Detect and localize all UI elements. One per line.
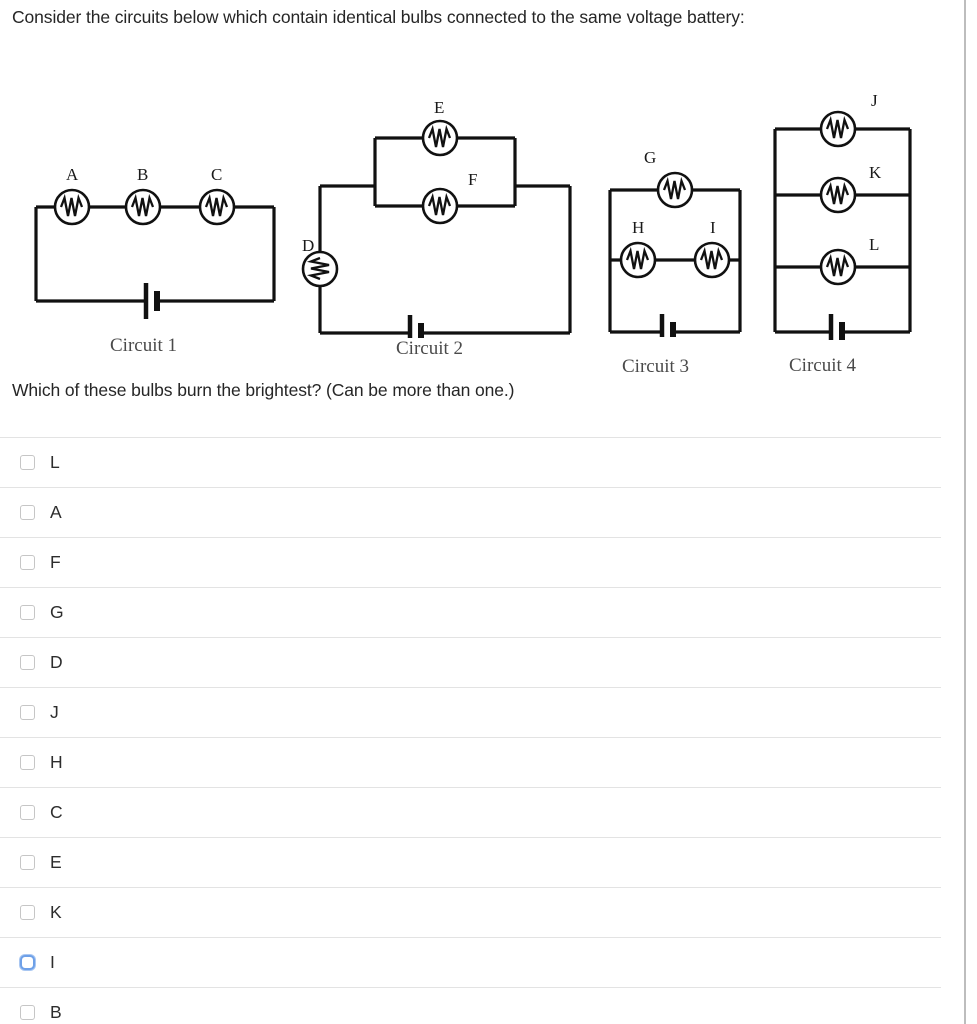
bulb-label-k: K — [869, 163, 882, 182]
bulb-label-l: L — [869, 235, 880, 254]
circuit-1-caption: Circuit 1 — [110, 335, 178, 356]
option-label-7: C — [50, 801, 63, 822]
bulb-d-icon — [301, 250, 339, 288]
option-row-9[interactable]: K — [0, 887, 941, 937]
circuit-1: A B C Circuit 1 — [20, 155, 290, 356]
bulb-label-e: E — [434, 98, 445, 117]
bulb-label-d: D — [302, 236, 315, 255]
circuit-4-caption: Circuit 4 — [789, 355, 857, 376]
circuit-1-svg — [34, 188, 276, 319]
answer-options-list: L A F G D J H C — [0, 437, 941, 1024]
checkbox-1[interactable] — [20, 505, 35, 520]
circuit-4-svg — [773, 110, 912, 340]
bulb-label-j: J — [871, 91, 878, 110]
checkbox-2[interactable] — [20, 555, 35, 570]
bulb-a-icon — [53, 188, 91, 226]
bulb-label-b: B — [137, 165, 149, 184]
option-row-7[interactable]: C — [0, 787, 941, 837]
circuit-2: D E F Circuit 2 — [300, 98, 590, 359]
option-row-4[interactable]: D — [0, 637, 941, 687]
checkbox-6[interactable] — [20, 755, 35, 770]
checkbox-7[interactable] — [20, 805, 35, 820]
option-label-6: H — [50, 751, 63, 772]
option-label-8: E — [50, 851, 62, 872]
battery-icon — [143, 283, 160, 319]
bulb-h-icon — [619, 241, 657, 279]
option-row-2[interactable]: F — [0, 537, 941, 587]
option-row-3[interactable]: G — [0, 587, 941, 637]
option-label-5: J — [50, 701, 59, 722]
battery-icon — [659, 314, 676, 337]
option-label-9: K — [50, 901, 62, 922]
option-label-10: I — [50, 951, 55, 972]
bulb-g-icon — [656, 171, 694, 209]
circuit-4: J K L Circuit 4 — [765, 55, 925, 376]
battery-icon — [828, 314, 845, 340]
bulb-label-h: H — [632, 218, 645, 237]
circuit-2-caption: Circuit 2 — [396, 338, 464, 359]
bulb-j-icon — [819, 110, 857, 148]
bulb-label-c: C — [211, 165, 223, 184]
prompt-text: Consider the circuits below which contai… — [12, 7, 745, 27]
bulb-e-icon — [421, 119, 459, 157]
bulb-f-icon — [421, 187, 459, 225]
circuit-3: G H I Circuit 3 — [600, 112, 760, 377]
circuit-3-caption: Circuit 3 — [622, 356, 690, 377]
circuit-3-svg — [608, 171, 742, 337]
checkbox-0[interactable] — [20, 455, 35, 470]
option-row-0[interactable]: L — [0, 437, 941, 487]
checkbox-10[interactable] — [20, 955, 35, 970]
option-label-1: A — [50, 501, 62, 522]
bulb-label-a: A — [66, 165, 79, 184]
option-label-3: G — [50, 601, 64, 622]
checkbox-5[interactable] — [20, 705, 35, 720]
bulb-i-icon — [693, 241, 731, 279]
option-row-10[interactable]: I — [0, 937, 941, 987]
option-row-8[interactable]: E — [0, 837, 941, 887]
right-divider — [964, 0, 966, 1024]
question-text: Which of these bulbs burn the brightest?… — [12, 380, 515, 400]
option-label-0: L — [50, 451, 60, 472]
checkbox-11[interactable] — [20, 1005, 35, 1020]
bulb-k-icon — [819, 176, 857, 214]
circuit-2-svg — [301, 119, 572, 338]
bulb-b-icon — [124, 188, 162, 226]
bulb-label-i: I — [710, 218, 716, 237]
bulb-label-g: G — [644, 148, 657, 167]
option-label-11: B — [50, 1001, 62, 1022]
option-row-1[interactable]: A — [0, 487, 941, 537]
option-row-5[interactable]: J — [0, 687, 941, 737]
bulb-l-icon — [819, 248, 857, 286]
option-row-6[interactable]: H — [0, 737, 941, 787]
checkbox-8[interactable] — [20, 855, 35, 870]
checkbox-4[interactable] — [20, 655, 35, 670]
option-label-2: F — [50, 551, 61, 572]
battery-icon — [407, 315, 424, 338]
circuits-figure: A B C Circuit 1 — [0, 40, 960, 377]
option-row-11[interactable]: B — [0, 987, 941, 1024]
option-label-4: D — [50, 651, 63, 672]
bulb-label-f: F — [468, 170, 478, 189]
bulb-c-icon — [198, 188, 236, 226]
checkbox-3[interactable] — [20, 605, 35, 620]
checkbox-9[interactable] — [20, 905, 35, 920]
